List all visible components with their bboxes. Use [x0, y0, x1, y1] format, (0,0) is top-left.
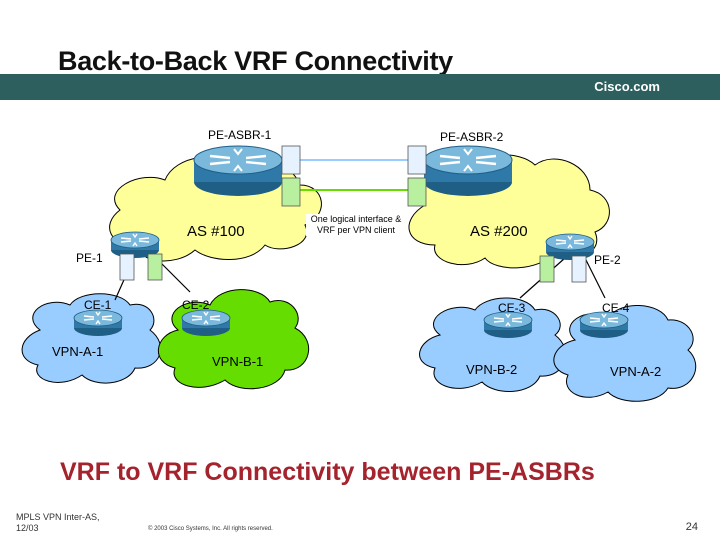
vrf-boxes-asbr1 [281, 145, 301, 207]
vpn-b-2-cloud [419, 297, 567, 393]
brand-logo-text: Cisco.com [594, 79, 660, 94]
pe-asbr-2-router-icon [422, 144, 514, 198]
pe-1-label: PE-1 [76, 251, 103, 265]
ce-3-router-icon [483, 311, 533, 339]
footer-date: 12/03 [16, 523, 39, 533]
ce-2-label: CE-2 [182, 298, 210, 312]
slide-title: Back-to-Back VRF Connectivity [58, 46, 453, 76]
pe-asbr-1-router-icon [192, 144, 284, 198]
vpn-b-2-label: VPN-B-2 [466, 362, 518, 377]
footer-copyright: © 2003 Cisco Systems, Inc. All rights re… [148, 526, 273, 532]
vpn-a-2-label: VPN-A-2 [610, 364, 662, 379]
pe-asbr-2-label: PE-ASBR-2 [440, 130, 504, 144]
pe-asbr-1-label: PE-ASBR-1 [208, 128, 272, 142]
ce-4-label: CE-4 [602, 301, 630, 315]
inter-asbr-links [300, 159, 418, 191]
ce-1-router-icon [73, 309, 123, 337]
footer-course-info: MPLS VPN Inter-AS, 12/03 [16, 512, 100, 534]
vrf-boxes-asbr2 [407, 145, 427, 207]
vrf-boxes-pe2 [539, 255, 587, 283]
ce-4-router-icon [579, 311, 629, 339]
ce-1-label: CE-1 [84, 298, 112, 312]
logical-interface-note: One logical interface & VRF per VPN clie… [306, 214, 406, 236]
as-100-label: AS #100 [187, 223, 245, 240]
as-200-label: AS #200 [470, 223, 528, 240]
vpn-b-1-label: VPN-B-1 [212, 354, 264, 369]
footer-course-name: MPLS VPN Inter-AS, [16, 512, 100, 522]
page-number: 24 [685, 521, 698, 533]
vpn-a-1-label: VPN-A-1 [52, 344, 104, 359]
ce-2-router-icon [181, 309, 231, 337]
vrf-boxes-pe1 [119, 253, 163, 281]
pe-2-label: PE-2 [594, 253, 621, 267]
ce-3-label: CE-3 [498, 301, 526, 315]
header-bar: Cisco.com [0, 74, 720, 100]
vpn-b-1-cloud [157, 289, 310, 390]
slide-subtitle: VRF to VRF Connectivity between PE-ASBRs [60, 458, 595, 486]
